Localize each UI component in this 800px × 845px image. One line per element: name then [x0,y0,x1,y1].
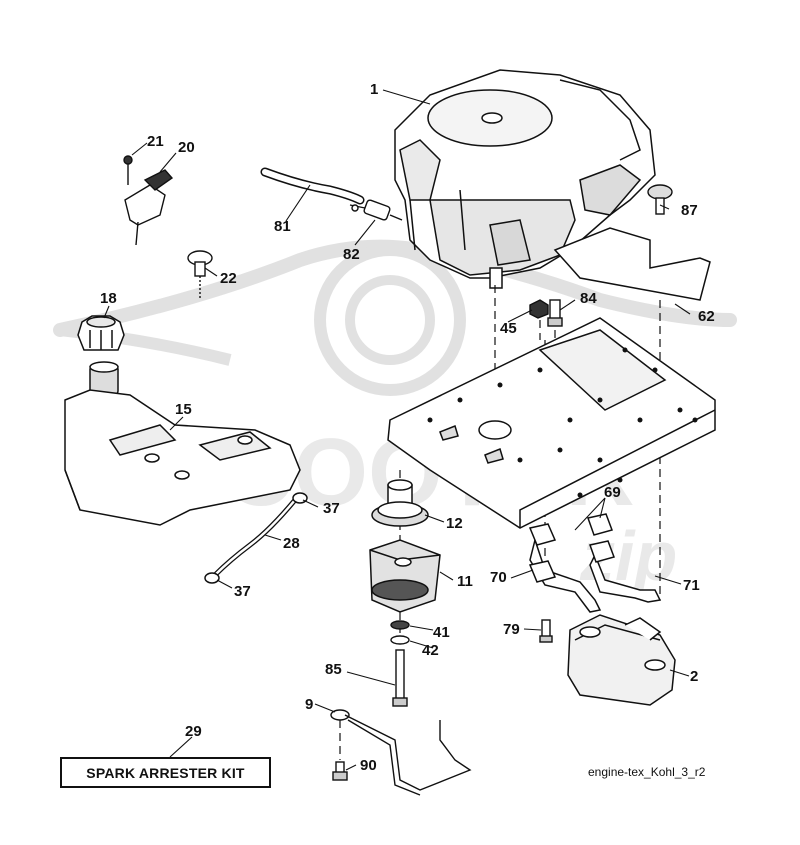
fuel-cap-drawing [77,315,125,351]
oil-drain-plug-drawing [647,184,673,215]
callout-clutch: 11 [457,573,473,590]
exhaust-pipe-drawing [528,513,662,613]
fuel-tank-drawing [64,361,301,526]
callout-bolt-90: 90 [360,757,377,774]
pulley-drawing [371,479,429,527]
callout-exhaust-pipe-right: 71 [683,577,700,594]
callout-bolt-85: 85 [325,661,342,678]
callout-heat-shield: 62 [698,308,715,325]
callout-throttle-lever: 20 [178,139,195,156]
callout-fuel-filter: 82 [343,246,360,263]
drawing-id: engine-tex_Kohl_3_r2 [588,765,706,779]
bolt-79-drawing [539,619,553,643]
callout-oil-drain-plug: 87 [681,202,698,219]
callout-fuel-tank: 15 [175,401,192,418]
callout-gasket: 69 [604,484,621,501]
choke-knob-drawing [187,250,213,300]
callout-washer-42: 42 [422,642,439,659]
chassis-frame-drawing [387,317,716,529]
callout-spark-arrester-kit: 29 [185,723,202,740]
callout-exhaust-pipe-left: 70 [490,569,507,586]
callout-fuel-line: 28 [283,535,300,552]
heat-shield-drawing [553,227,711,301]
washer-41-42-drawing [390,620,410,645]
callout-lever-screw: 21 [147,133,164,150]
bolt-84-drawing [547,299,563,327]
callout-choke-knob: 22 [220,270,237,287]
callout-washer-41: 41 [433,624,450,641]
bolt-90-drawing [332,761,348,781]
callouts: 1 21 20 81 82 22 87 18 84 45 62 15 69 37… [100,81,715,774]
callout-engine: 1 [370,81,378,98]
engine-drawing [394,69,656,289]
callout-bolt-79: 79 [503,621,520,638]
bolt-85-drawing [392,649,408,707]
callout-pulley: 12 [446,515,463,532]
leader-lines [103,89,691,771]
clutch-rod-drawing [330,709,472,796]
muffler-drawing [567,614,676,706]
callout-muffler: 2 [690,668,698,685]
callout-bolt-84: 84 [580,290,597,307]
callout-hose-clamp-b: 37 [234,583,251,600]
callout-fuel-hose: 81 [274,218,291,235]
fuel-filter-drawing [349,199,403,221]
callout-hose-clamp-a: 37 [323,500,340,517]
spark-arrester-kit-label: SPARK ARRESTER KIT [60,757,271,788]
nut-45-drawing [529,299,549,319]
callout-fuel-cap: 18 [100,290,117,307]
clutch-drawing [369,539,441,613]
callout-clutch-rod: 9 [305,696,313,713]
callout-nut-45: 45 [500,320,517,337]
throttle-lever-drawing [123,155,174,246]
